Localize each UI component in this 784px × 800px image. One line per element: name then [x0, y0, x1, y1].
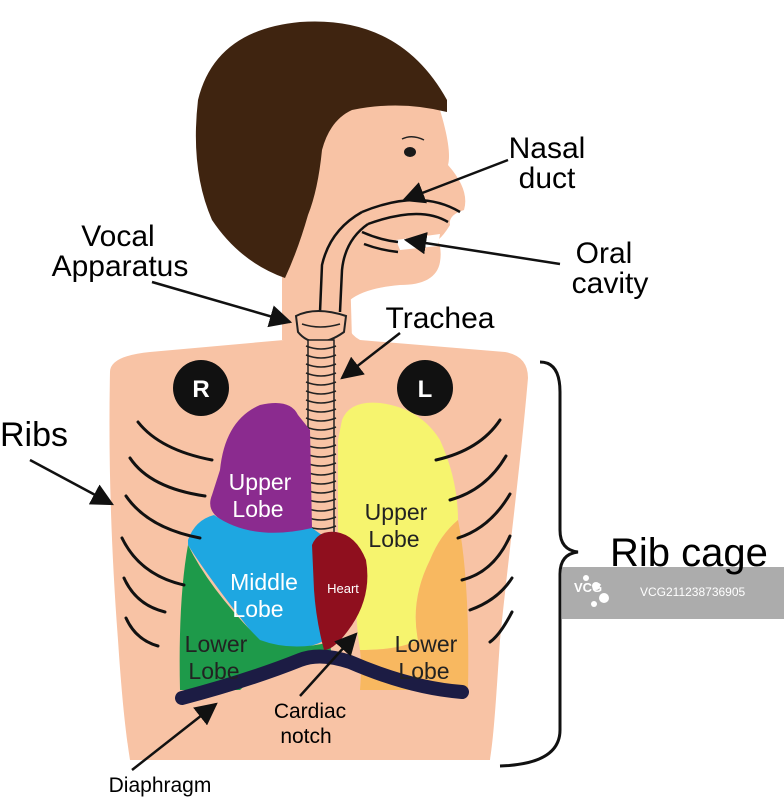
pointer-arrows: [29, 158, 561, 771]
oral-cavity-label-2: cavity: [572, 267, 649, 300]
watermark-box: [562, 567, 784, 619]
rib: [434, 418, 502, 462]
vocal-apparatus-arrow: [151, 280, 293, 328]
left-marker-circle: [397, 360, 453, 416]
hair: [195, 21, 447, 278]
nasal-duct-arrow: [401, 158, 509, 204]
right-middle-lobe-label-2: Lobe: [232, 596, 283, 622]
rib: [128, 456, 207, 498]
left-lower-lobe: [360, 520, 469, 690]
left-upper-lobe-label-2: Lobe: [368, 526, 419, 552]
rib: [124, 494, 202, 540]
oral-cavity-label-1: Oral: [576, 237, 633, 270]
left-upper-lobe: [338, 402, 458, 650]
vocal-apparatus-label-1: Vocal: [81, 220, 154, 253]
right-lower-lobe: [179, 545, 332, 690]
rib-cage-brace: [499, 360, 579, 768]
rib: [120, 536, 186, 587]
watermark-id: VCG211238736905: [640, 585, 746, 599]
left-lower-lobe-label-2: Lobe: [398, 658, 449, 684]
oral-passage: [361, 230, 399, 254]
rib: [456, 492, 512, 540]
trachea-ring: [305, 381, 337, 386]
right-middle-lobe: [188, 515, 326, 648]
watermark-brand: VCG: [574, 580, 602, 595]
trachea-ring: [305, 363, 337, 368]
rib: [448, 454, 508, 502]
oral-cavity-arrow: [403, 232, 561, 266]
eyebrow: [401, 136, 425, 141]
right-marker: R: [192, 376, 209, 403]
vocal-apparatus-label-2: Apparatus: [52, 250, 189, 283]
trachea-ring: [305, 372, 337, 377]
nasal-duct-label-1: Nasal: [509, 132, 586, 165]
trachea-ring: [305, 417, 337, 422]
rib: [136, 420, 214, 462]
diaphragm-label: Diaphragm: [109, 774, 212, 797]
nasal-duct-label-2: duct: [519, 162, 576, 195]
cardiac-notch-label-2: notch: [280, 725, 331, 748]
ribs-arrow: [29, 458, 114, 506]
trachea-ring: [305, 426, 337, 431]
watermark-logo-icon: [583, 575, 609, 607]
trachea-ring: [305, 390, 337, 395]
left-lower-lobe-label-1: Lower: [395, 631, 458, 657]
trachea-ring: [305, 408, 337, 413]
diaphragm: [175, 649, 469, 705]
right-upper-lobe-label-1: Upper: [229, 469, 292, 495]
right-marker-circle: [173, 360, 229, 416]
pharynx: [318, 210, 369, 313]
right-upper-lobe: [210, 402, 312, 536]
rib: [122, 576, 167, 614]
left-upper-lobe-label-1: Upper: [365, 499, 428, 525]
right-middle-lobe-label-1: Middle: [230, 569, 298, 595]
rib: [124, 616, 160, 648]
left-marker: L: [418, 376, 433, 403]
right-lower-lobe-label-1: Lower: [185, 631, 248, 657]
trachea-ring: [305, 345, 337, 350]
rib: [488, 610, 514, 644]
right-lower-lobe-label-2: Lobe: [188, 658, 239, 684]
cardiac-notch-arrow: [299, 632, 358, 697]
ribs-group: [120, 418, 514, 648]
larynx-detail: [301, 323, 341, 328]
eye: [404, 147, 416, 157]
trachea-ring: [305, 399, 337, 404]
heart-label: Heart: [327, 581, 359, 596]
rib: [468, 576, 514, 612]
trachea-arrow: [340, 332, 401, 380]
heart: [312, 531, 368, 650]
rib: [460, 534, 512, 582]
rib-cage-label: Rib cage: [610, 531, 768, 575]
trachea-ring: [305, 354, 337, 359]
right-upper-lobe-label-2: Lobe: [232, 496, 283, 522]
trachea-label: Trachea: [386, 302, 495, 335]
diaphragm-arrow: [131, 702, 218, 771]
cardiac-notch-label-1: Cardiac: [274, 700, 346, 723]
ribs-label: Ribs: [0, 416, 68, 454]
